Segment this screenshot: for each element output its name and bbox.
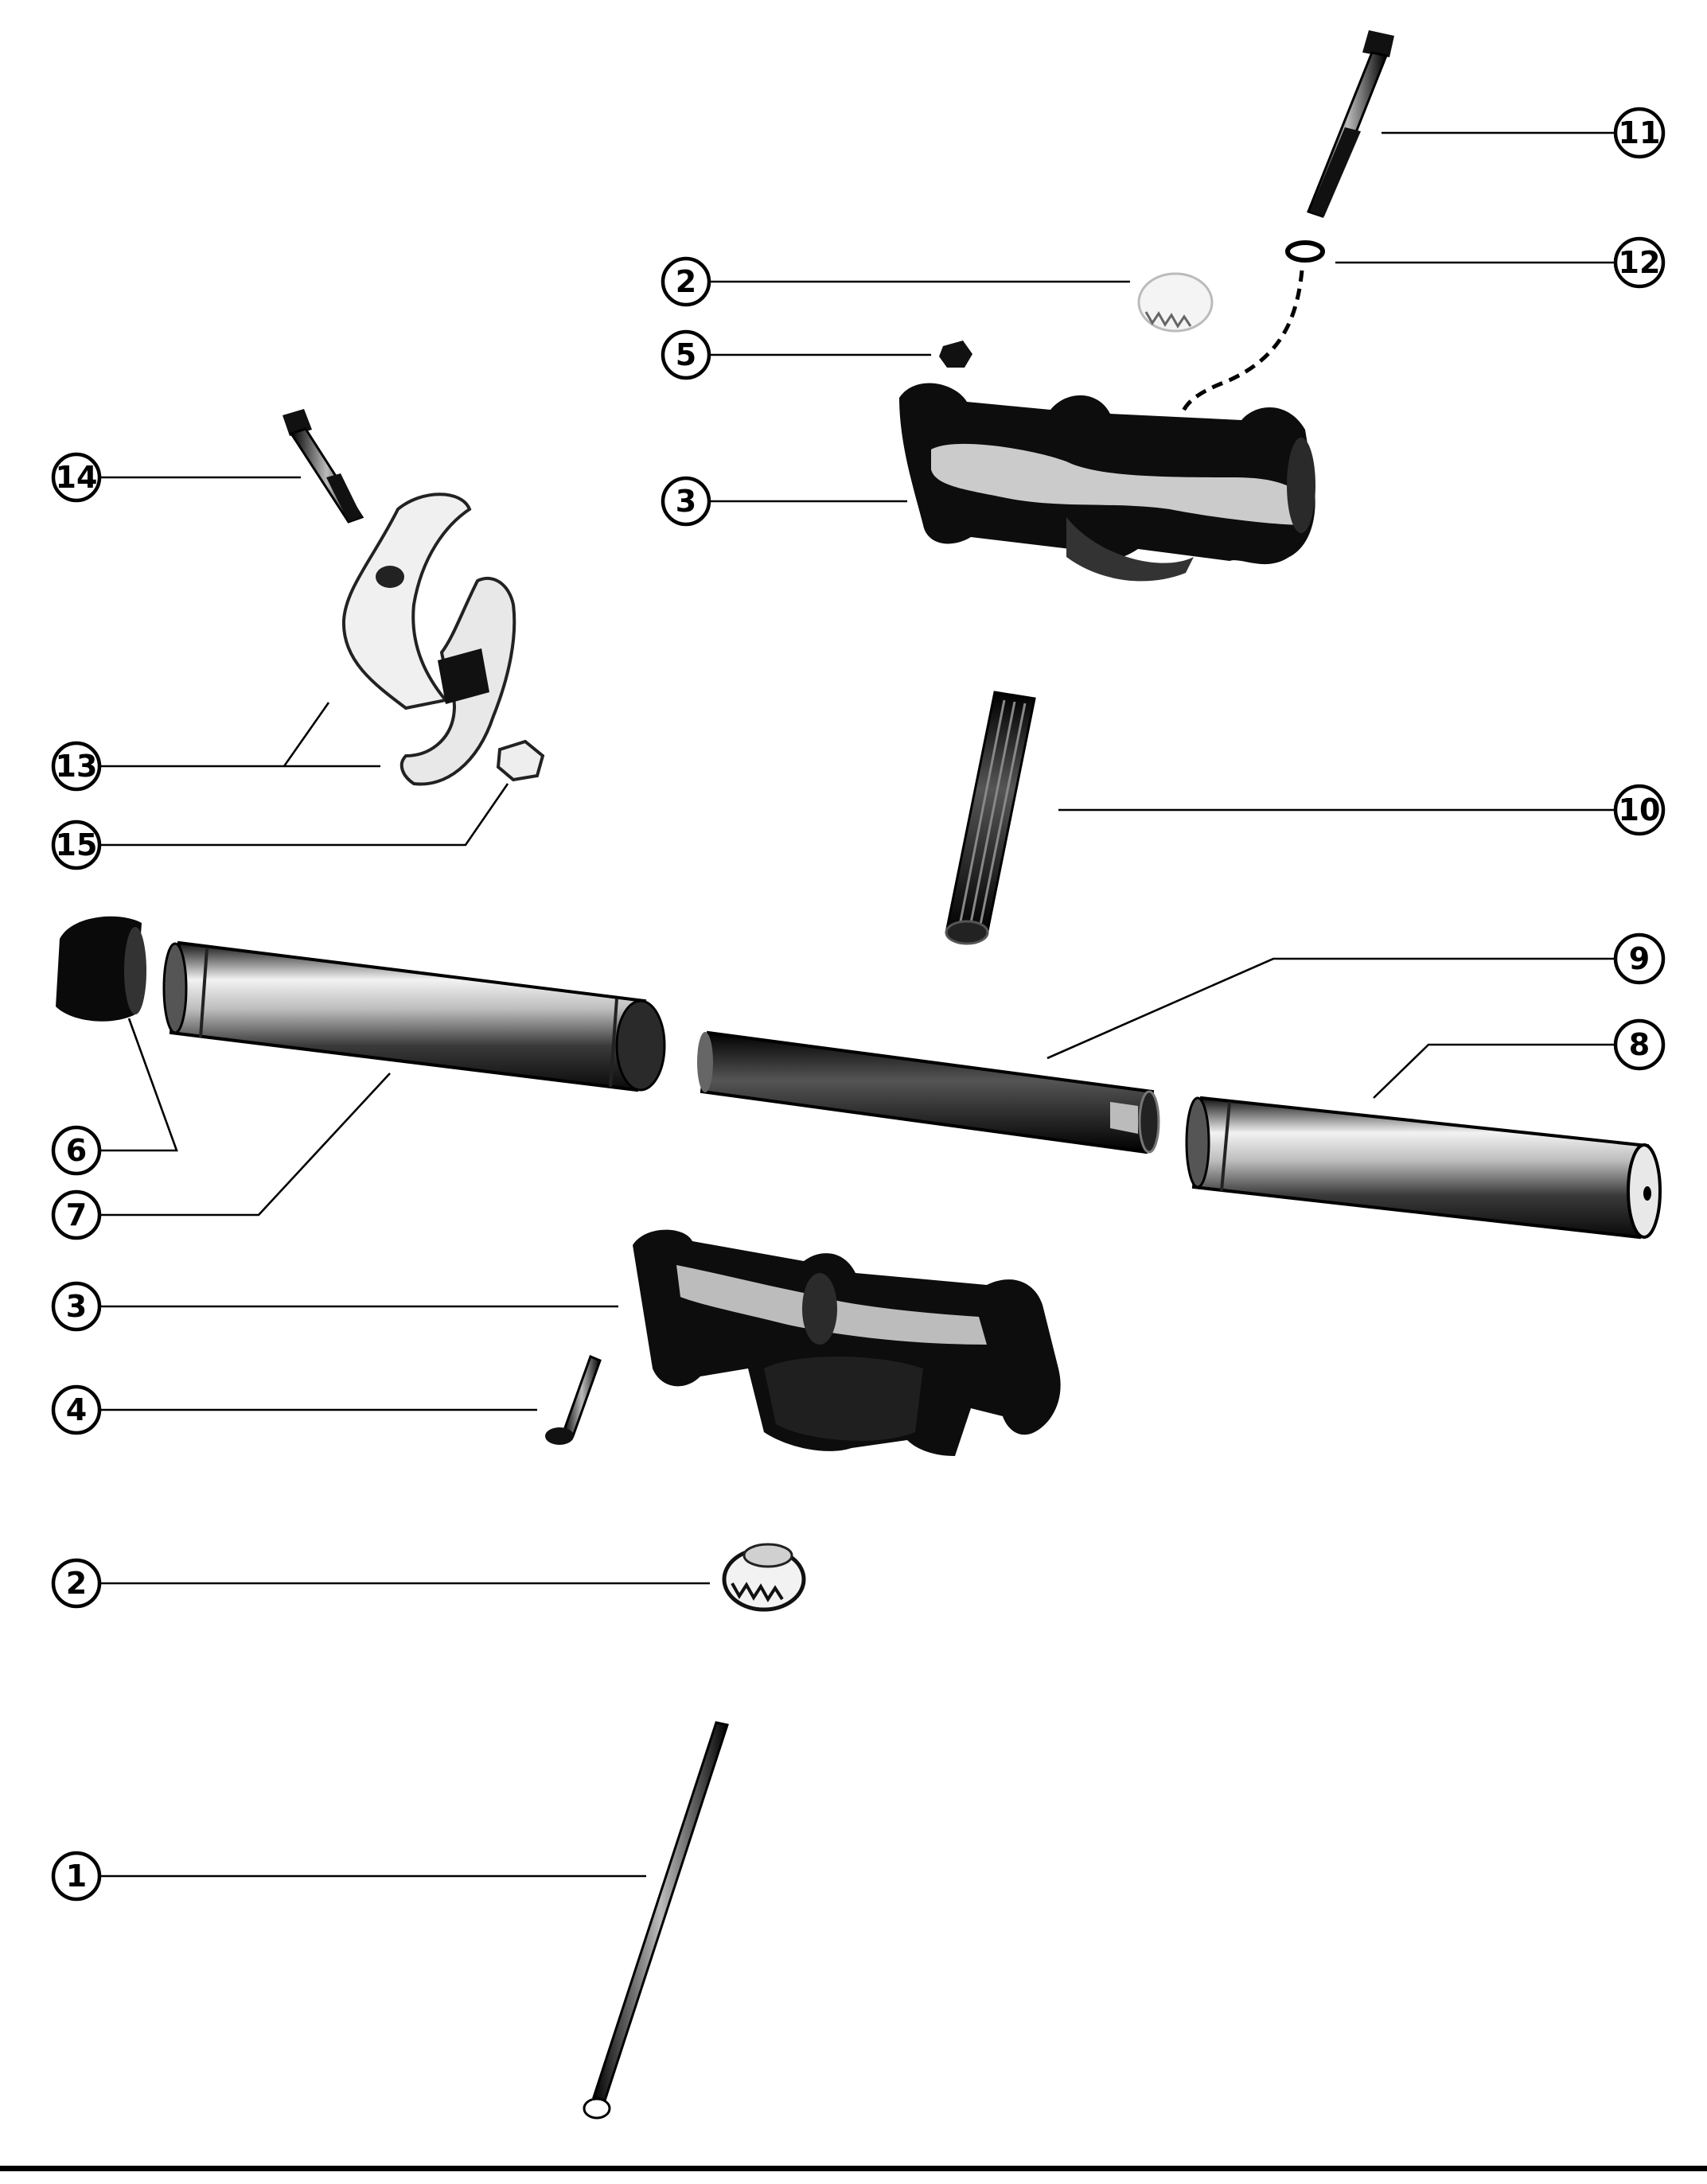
callout-4-label: 4 bbox=[66, 1392, 87, 1427]
callout-10: 10 bbox=[1613, 784, 1666, 836]
callout-5: 5 bbox=[661, 329, 711, 380]
callout-3-lower-label: 3 bbox=[66, 1289, 87, 1324]
part-11-bolt bbox=[1307, 30, 1394, 218]
callout-1-label: 1 bbox=[66, 1859, 87, 1894]
part-2-lower-bushing bbox=[722, 1543, 806, 1612]
callout-14: 14 bbox=[51, 452, 102, 503]
part-14-bolt bbox=[283, 409, 364, 524]
callout-8: 8 bbox=[1613, 1018, 1666, 1071]
callout-8-label: 8 bbox=[1629, 1027, 1650, 1062]
callout-7: 7 bbox=[51, 1189, 102, 1240]
callout-4: 4 bbox=[51, 1384, 102, 1435]
part-7-tube bbox=[162, 940, 666, 1092]
part-10-splined-shaft bbox=[945, 691, 1036, 945]
callout-1: 1 bbox=[51, 1851, 102, 1902]
callout-12: 12 bbox=[1613, 236, 1666, 289]
callout-2-lower-label: 2 bbox=[66, 1566, 87, 1601]
callout-6: 6 bbox=[51, 1125, 102, 1176]
part-1-through-bolt bbox=[583, 1721, 729, 2120]
part-15-nut bbox=[496, 739, 545, 782]
callout-6-label: 6 bbox=[66, 1133, 87, 1168]
part-9-rod bbox=[697, 1030, 1160, 1154]
callout-7-label: 7 bbox=[66, 1197, 87, 1232]
leader-7 bbox=[101, 1073, 391, 1217]
callout-2-upper-label: 2 bbox=[676, 264, 696, 299]
leader-8 bbox=[1373, 1043, 1614, 1099]
part-12-washer bbox=[1285, 240, 1325, 263]
part-2-upper-bushing bbox=[1137, 272, 1214, 333]
callout-3-upper-label: 3 bbox=[676, 484, 696, 519]
leader-15 bbox=[101, 783, 509, 847]
callout-11: 11 bbox=[1613, 107, 1666, 159]
callout-5-label: 5 bbox=[676, 337, 696, 372]
part-13-clamp-halves bbox=[341, 492, 516, 786]
callout-13-label: 13 bbox=[56, 749, 98, 784]
part-6-end-cap bbox=[56, 916, 146, 1022]
callout-14-label: 14 bbox=[56, 460, 98, 495]
callout-9: 9 bbox=[1613, 932, 1666, 985]
callout-3-upper: 3 bbox=[661, 476, 711, 527]
part-3-lower-housing bbox=[633, 1229, 1061, 1456]
part-8-tube bbox=[1185, 1096, 1662, 1240]
callout-12-label: 12 bbox=[1619, 245, 1661, 280]
callout-2-upper: 2 bbox=[661, 256, 711, 307]
leader-9 bbox=[1046, 957, 1614, 1060]
callout-3-lower: 3 bbox=[51, 1281, 102, 1332]
bottom-rule bbox=[0, 2166, 1707, 2171]
part-4-screw bbox=[545, 1355, 602, 1445]
callout-15: 15 bbox=[51, 819, 102, 870]
callout-11-label: 11 bbox=[1619, 115, 1661, 150]
callout-9-label: 9 bbox=[1629, 941, 1650, 976]
callout-15-label: 15 bbox=[56, 827, 98, 862]
callout-13: 13 bbox=[51, 741, 102, 792]
callout-2-lower: 2 bbox=[51, 1558, 102, 1609]
callout-10-label: 10 bbox=[1619, 792, 1661, 827]
leader-13 bbox=[101, 702, 330, 768]
leader-6 bbox=[101, 1018, 178, 1152]
part-5-nut bbox=[939, 341, 972, 368]
part-3-upper-housing bbox=[899, 383, 1315, 582]
assembly-path-dashed bbox=[1179, 270, 1304, 416]
